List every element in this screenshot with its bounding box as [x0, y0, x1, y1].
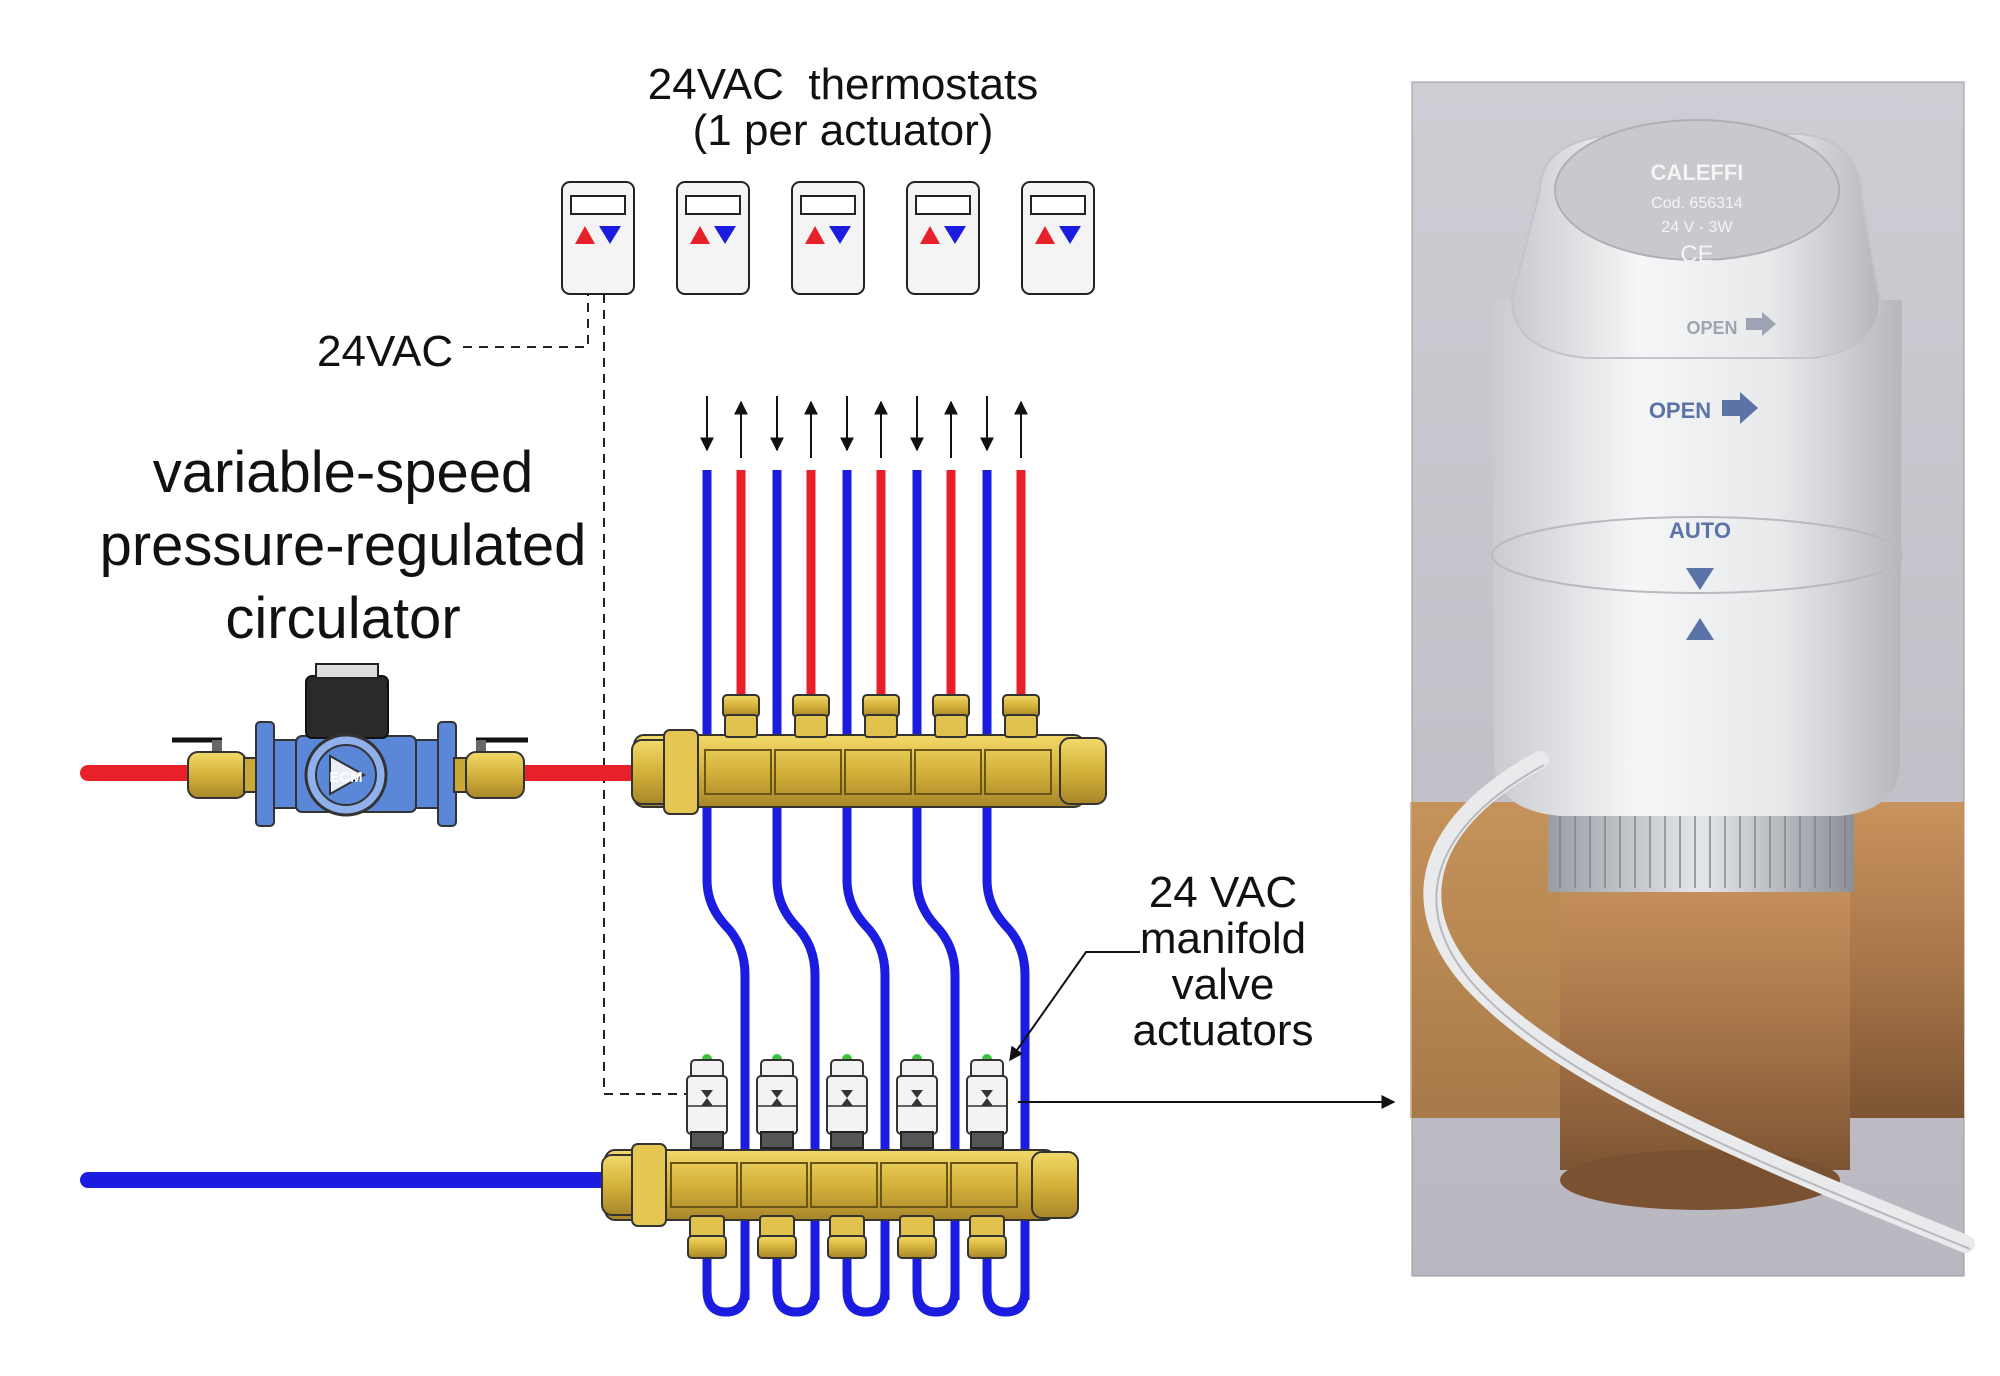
valve-actuator	[756, 1054, 798, 1149]
cool-arrow-icon	[714, 226, 736, 244]
open-arrow-icon	[1722, 392, 1758, 424]
supply-fitting	[862, 694, 900, 738]
ball-valve-left	[172, 737, 259, 799]
dial-arrow-icon	[701, 1090, 713, 1106]
return-fitting	[687, 1215, 727, 1259]
dial-arrow-icon	[911, 1090, 923, 1106]
actuators-label-line4: actuators	[1133, 1006, 1314, 1055]
down-arrow-icon	[1686, 568, 1714, 590]
thermostat-row	[561, 181, 1095, 295]
manifold-segment	[670, 1162, 738, 1208]
dial-arrow-icon	[981, 1090, 993, 1106]
circulator-label-line1: variable-speed	[153, 440, 533, 505]
loop-pipe	[842, 1225, 890, 1317]
heat-arrow-icon	[575, 226, 595, 244]
valve-actuator	[966, 1054, 1008, 1149]
loop-pipe	[912, 1225, 960, 1317]
loop-pipe	[982, 1225, 1030, 1317]
valve-actuator	[896, 1054, 938, 1149]
cool-arrow-icon	[829, 226, 851, 244]
thermostats-label-line2: (1 per actuator)	[693, 106, 994, 155]
heat-arrow-icon	[1035, 226, 1055, 244]
ball-valve-right	[453, 737, 528, 799]
manifold-segment	[774, 749, 842, 795]
manifold-segment	[810, 1162, 878, 1208]
valve-actuator	[826, 1054, 868, 1149]
thermostat	[791, 181, 865, 295]
photo-brand: CALEFFI	[1651, 160, 1744, 185]
dial-arrow-icon	[841, 1090, 853, 1106]
circuit-pipes	[702, 470, 1030, 1317]
cool-arrow-icon	[944, 226, 966, 244]
loop-pipe	[772, 1225, 820, 1317]
valve-actuator	[686, 1054, 728, 1149]
supply-fitting	[1002, 694, 1040, 738]
photo-open-label: OPEN	[1649, 398, 1711, 423]
flow-arrows	[700, 396, 1028, 458]
supply-voltage-label: 24VAC	[317, 327, 453, 376]
actuator-photo: CALEFFI Cod. 656314 24 V - 3W CE OPEN OP…	[1410, 81, 1975, 1277]
circulator-label-line3: circulator	[225, 586, 460, 651]
supply-fitting	[932, 694, 970, 738]
thermostat	[676, 181, 750, 295]
heat-arrow-icon	[805, 226, 825, 244]
return-pipe	[982, 470, 1030, 1300]
return-pipe	[772, 470, 820, 1300]
return-pipe	[842, 470, 890, 1300]
circulator-label-line2: pressure-regulated	[100, 513, 587, 578]
play-arrow-icon	[329, 754, 367, 796]
manifold-segment	[880, 1162, 948, 1208]
photo-rating: 24 V - 3W	[1661, 219, 1733, 236]
open-arrow-icon	[1746, 312, 1776, 336]
thermostats-label-line1: 24VAC thermostats	[648, 60, 1038, 109]
up-arrow-icon	[1686, 618, 1714, 640]
cool-arrow-icon	[1059, 226, 1081, 244]
actuators-label-line1: 24 VAC	[1149, 868, 1297, 917]
return-fitting	[757, 1215, 797, 1259]
manifold-segment	[740, 1162, 808, 1208]
thermostat	[1021, 181, 1095, 295]
return-fitting	[897, 1215, 937, 1259]
supply-fitting	[722, 694, 760, 738]
manifold-segment	[984, 749, 1052, 795]
supply-manifold	[631, 694, 1107, 815]
photo-auto-label: AUTO	[1669, 518, 1731, 543]
valve-actuators	[686, 1054, 1008, 1149]
photo-ce-mark: CE	[1680, 241, 1713, 268]
thermostat	[906, 181, 980, 295]
actuators-label-line3: valve	[1172, 960, 1275, 1009]
circulator-assembly: ECM	[172, 663, 528, 827]
photo-code: Cod. 656314	[1651, 195, 1743, 212]
cool-arrow-icon	[599, 226, 621, 244]
control-wiring	[463, 294, 688, 1095]
dial-arrow-icon	[771, 1090, 783, 1106]
return-fitting	[827, 1215, 867, 1259]
heat-arrow-icon	[920, 226, 940, 244]
loop-pipe	[702, 1225, 750, 1317]
manifold-segment	[844, 749, 912, 795]
photo-open-label-top: OPEN	[1686, 318, 1737, 338]
thermostat	[561, 181, 635, 295]
manifold-segment	[914, 749, 982, 795]
return-pipe	[702, 470, 750, 1300]
return-fitting	[967, 1215, 1007, 1259]
return-pipe	[912, 470, 960, 1300]
manifold-segment	[704, 749, 772, 795]
actuator-leader-arrow	[1009, 951, 1140, 1062]
pump-badge: ECM	[329, 769, 362, 786]
heat-arrow-icon	[690, 226, 710, 244]
supply-fitting	[792, 694, 830, 738]
return-manifold	[601, 1143, 1079, 1259]
manifold-segment	[950, 1162, 1018, 1208]
actuators-label-line2: manifold	[1140, 914, 1306, 963]
